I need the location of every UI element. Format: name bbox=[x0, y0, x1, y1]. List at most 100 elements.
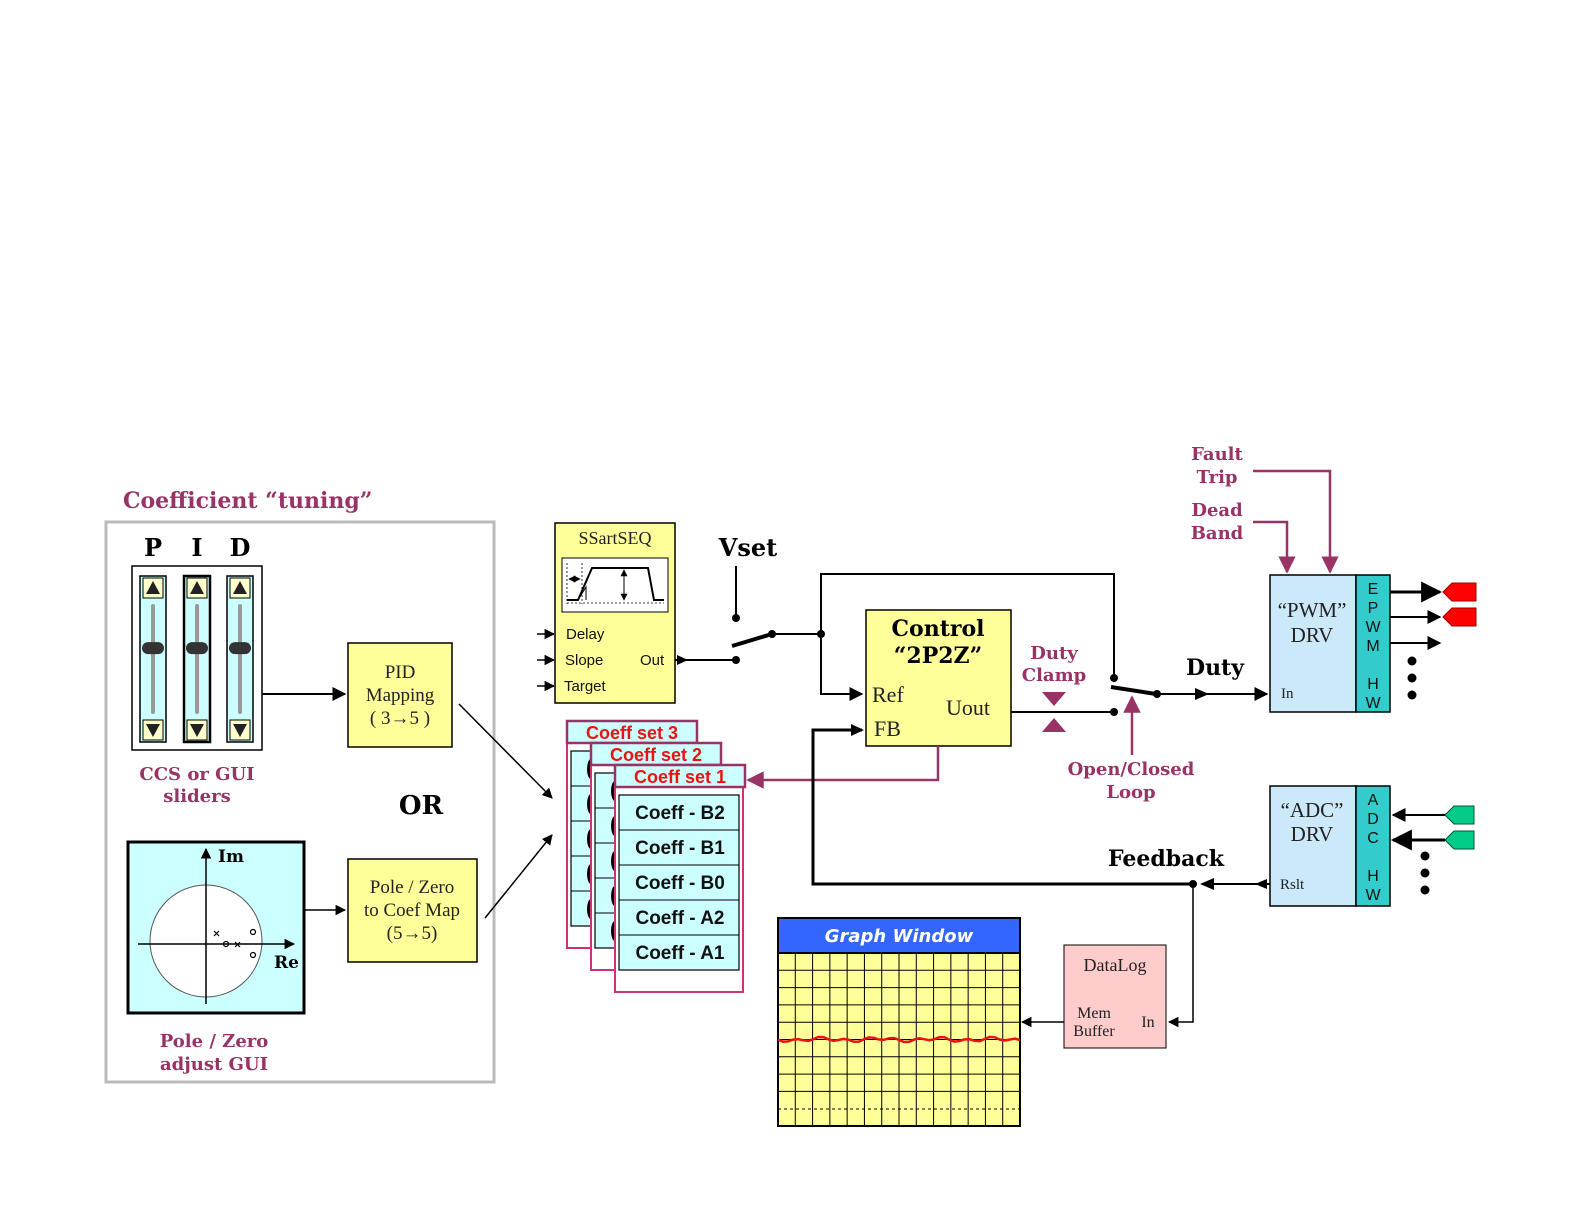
slider-d[interactable] bbox=[226, 575, 254, 743]
triangle-up-icon bbox=[233, 581, 247, 594]
pid-sliders bbox=[139, 574, 254, 744]
control-title-line1: Control bbox=[892, 616, 985, 642]
pwm-pin-2-icon bbox=[1442, 607, 1477, 627]
pid-mapping-block[interactable] bbox=[347, 642, 453, 748]
coeff-set-title: Coeff set 3 bbox=[586, 723, 678, 743]
graph-trace-line bbox=[777, 1035, 1021, 1044]
dead-band-line1: Dead bbox=[1191, 500, 1243, 521]
control-fb-port: FB bbox=[874, 716, 901, 741]
rslt-arrow-icon bbox=[1255, 879, 1267, 889]
pid-label-p: P bbox=[144, 533, 162, 562]
hw-letter: P bbox=[1368, 600, 1379, 617]
slider-i[interactable] bbox=[182, 574, 212, 744]
ref-selector-switch[interactable] bbox=[731, 632, 773, 648]
slider-thumb[interactable] bbox=[186, 642, 208, 655]
coeff-row[interactable]: Coeff - A1 bbox=[635, 943, 724, 964]
coeff-row[interactable]: Coeff - A2 bbox=[635, 908, 724, 929]
coeff-row[interactable]: Coeff - B1 bbox=[635, 838, 725, 859]
switch-node-lower bbox=[732, 656, 740, 664]
open-closed-loop-switch[interactable] bbox=[1110, 685, 1157, 696]
zero-marker-1[interactable] bbox=[222, 940, 230, 948]
hw-letter: D bbox=[1367, 811, 1379, 828]
coeff-set-title: Coeff set 2 bbox=[610, 745, 702, 765]
pid-mapping-line2: Mapping bbox=[366, 685, 435, 706]
dead-band-arrow bbox=[1253, 520, 1296, 574]
slider-p[interactable] bbox=[139, 575, 167, 743]
pz-caption-line2: adjust GUI bbox=[160, 1054, 268, 1075]
pwm-more-dots bbox=[1407, 656, 1417, 700]
fault-trip-line1: Fault bbox=[1191, 444, 1243, 465]
ssartseq-title: SSartSEQ bbox=[578, 528, 651, 548]
pz-coef-map-block[interactable] bbox=[347, 858, 478, 963]
coeff-row[interactable]: Coeff - B2 bbox=[635, 803, 725, 824]
poles-zeros bbox=[213, 928, 257, 959]
adc-more-dots bbox=[1420, 851, 1430, 895]
hw-letter: C bbox=[1367, 830, 1379, 847]
coeff-set-1[interactable]: Coeff set 1 Coeff - B2 Coeff - B1 Coeff - B… bbox=[613, 763, 747, 993]
control-uout-port: Uout bbox=[946, 695, 990, 720]
ssartseq-input-slope: Slope bbox=[565, 652, 603, 669]
control-ref-port: Ref bbox=[872, 682, 904, 707]
datalog-title: DataLog bbox=[1084, 955, 1147, 975]
duty-mid-arrow-icon bbox=[1195, 688, 1209, 700]
clamp-upper-icon bbox=[1042, 692, 1066, 706]
triangle-up-icon bbox=[146, 581, 160, 594]
coeff-table bbox=[618, 794, 740, 971]
pwm-drv-line1: “PWM” bbox=[1278, 598, 1347, 622]
hw-letter: W bbox=[1365, 619, 1381, 636]
control-2p2z-block[interactable] bbox=[865, 609, 1012, 747]
hw-letter: W bbox=[1365, 887, 1381, 904]
pole-marker-2[interactable] bbox=[234, 941, 241, 948]
adc-hw-block bbox=[1355, 785, 1391, 907]
hw-letter: M bbox=[1366, 638, 1379, 655]
hw-letter: H bbox=[1367, 676, 1379, 693]
slider-thumb[interactable] bbox=[229, 642, 251, 655]
or-label: OR bbox=[399, 791, 444, 821]
re-label: Re bbox=[274, 953, 299, 973]
adc-pin-2-icon bbox=[1444, 830, 1475, 850]
pid-labels: P I D bbox=[144, 533, 250, 562]
pz-caption-line1: Pole / Zero bbox=[160, 1031, 269, 1052]
coeff-row[interactable]: Coeff - B0 bbox=[635, 873, 725, 894]
control-title-line2: “2P2Z” bbox=[894, 643, 983, 669]
sliders-caption-line2: sliders bbox=[163, 786, 230, 807]
hw-letter: E bbox=[1368, 581, 1379, 598]
ssartseq-block[interactable] bbox=[554, 522, 676, 704]
coeff-set-title: Coeff set 1 bbox=[634, 767, 726, 787]
pwm-drv-line2: DRV bbox=[1291, 623, 1334, 647]
pz-map-line3: (5→5) bbox=[387, 923, 438, 944]
pole-marker-1[interactable] bbox=[213, 930, 220, 937]
hw-letter: W bbox=[1365, 695, 1381, 712]
dead-band-line2: Band bbox=[1191, 523, 1244, 544]
adc-drv-line1: “ADC” bbox=[1281, 798, 1344, 822]
loop-switch-closed-node bbox=[1110, 708, 1118, 716]
triangle-down-icon bbox=[190, 724, 204, 737]
adc-drv-block[interactable] bbox=[1269, 785, 1357, 907]
datalog-mem-line2: Buffer bbox=[1073, 1023, 1115, 1040]
hw-letter: A bbox=[1368, 792, 1379, 809]
pzmap-to-coeff-arrow bbox=[484, 834, 553, 919]
zero-marker-2[interactable] bbox=[249, 928, 257, 936]
datalog-mem-line1: Mem bbox=[1077, 1005, 1111, 1022]
fb-arrow-icon bbox=[851, 724, 864, 736]
triangle-down-icon bbox=[233, 724, 247, 737]
datalog-block[interactable] bbox=[1063, 944, 1167, 1049]
pz-map-line1: Pole / Zero bbox=[370, 877, 454, 898]
feedback-to-datalog-arrow bbox=[1167, 884, 1194, 1028]
adc-drv-line2: DRV bbox=[1291, 822, 1334, 846]
adc-pin-1-icon bbox=[1444, 805, 1475, 825]
zero-marker-3[interactable] bbox=[249, 951, 257, 959]
duty-label: Duty bbox=[1186, 655, 1245, 681]
pwm-drv-input: In bbox=[1281, 686, 1294, 702]
coeff-set-header bbox=[613, 763, 747, 789]
slider-thumb[interactable] bbox=[142, 642, 164, 655]
control-to-coeff-arrow bbox=[746, 746, 940, 789]
epwm-hw-block bbox=[1355, 574, 1391, 713]
feedback-label: Feedback bbox=[1108, 846, 1225, 872]
vset-label: Vset bbox=[718, 533, 778, 562]
pwm-drv-block[interactable] bbox=[1269, 574, 1357, 713]
